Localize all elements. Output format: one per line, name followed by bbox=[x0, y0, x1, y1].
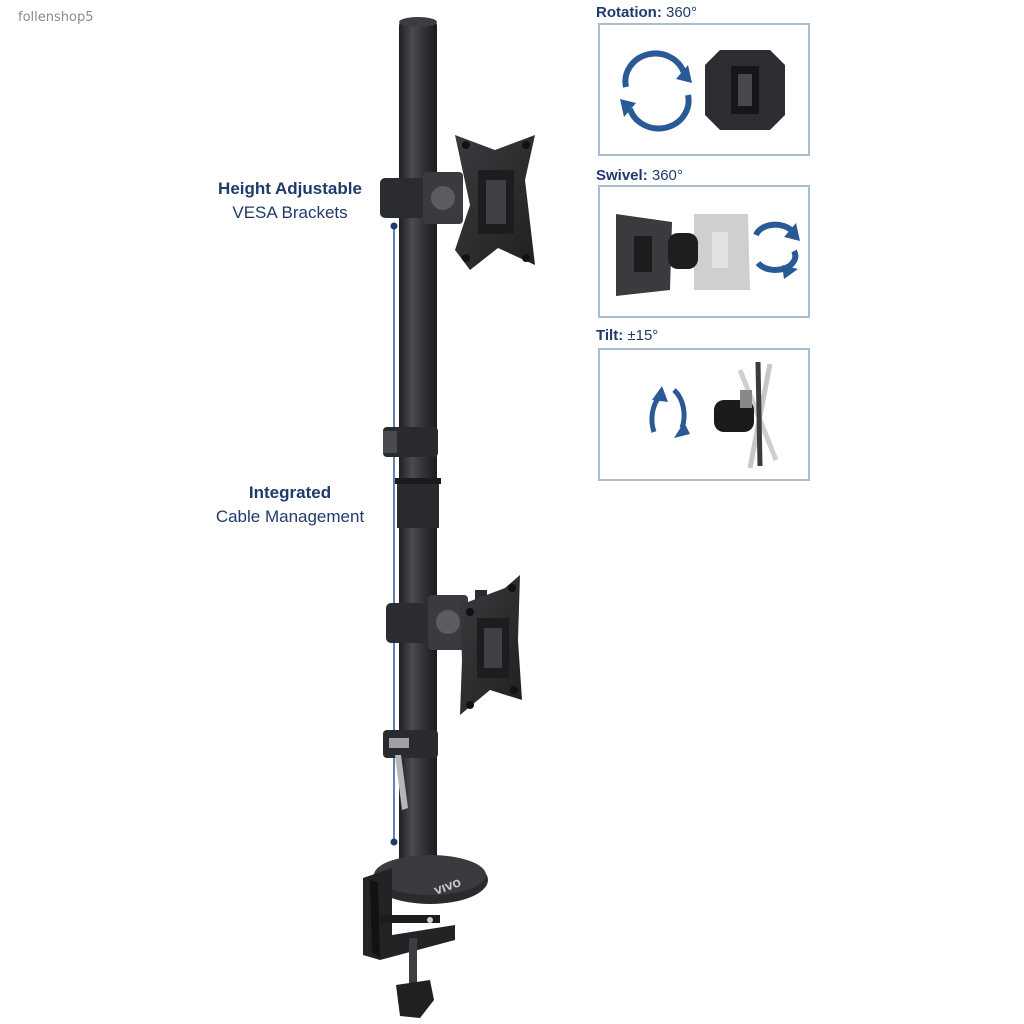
tilt-label: Tilt: ±15° bbox=[596, 327, 659, 344]
cable-management-title: Integrated bbox=[248, 483, 332, 502]
rotation-panel bbox=[598, 23, 810, 156]
swivel-label: Swivel: 360° bbox=[596, 167, 683, 184]
tilt-panel bbox=[598, 348, 810, 481]
cable-management-subtitle: Cable Management bbox=[215, 507, 365, 526]
upper-vesa-bracket bbox=[380, 135, 535, 270]
lower-vesa-bracket bbox=[386, 575, 522, 715]
guide-dot-bottom bbox=[390, 838, 398, 846]
cable-clip-lower bbox=[383, 730, 438, 810]
desk-clamp bbox=[363, 855, 488, 1018]
guide-dot-top bbox=[390, 222, 398, 230]
height-adjustable-title: Height Adjustable bbox=[218, 179, 362, 198]
swivel-icon bbox=[616, 214, 800, 296]
height-adjustable-subtitle: VESA Brackets bbox=[232, 203, 348, 222]
rotation-icon bbox=[620, 50, 785, 132]
rotation-label: Rotation: 360° bbox=[596, 4, 698, 21]
swivel-panel bbox=[598, 185, 810, 318]
watermark: follenshop5 bbox=[18, 10, 94, 25]
tilt-icon bbox=[649, 361, 779, 469]
height-adjustable-callout: Height Adjustable VESA Brackets bbox=[190, 177, 390, 225]
cable-clip-upper bbox=[383, 427, 438, 457]
cable-management-callout: Integrated Cable Management bbox=[190, 481, 390, 529]
